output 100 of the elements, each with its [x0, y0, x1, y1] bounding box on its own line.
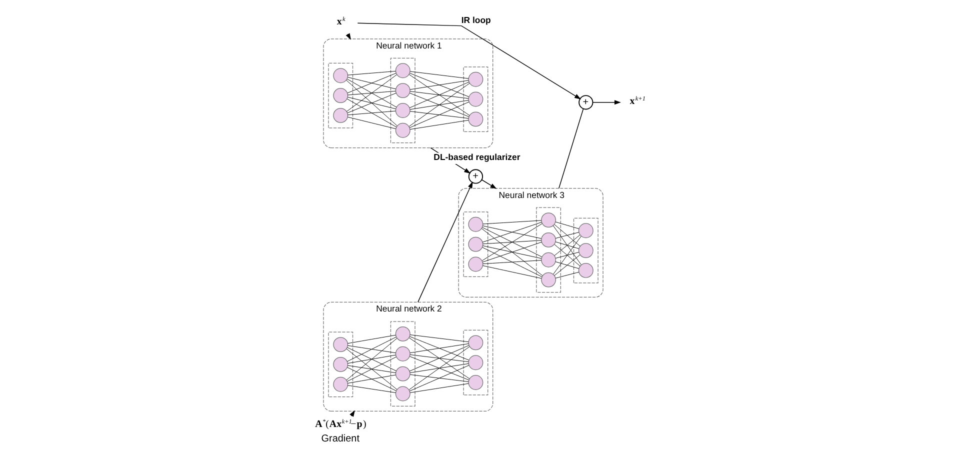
connector: [408, 337, 470, 378]
connector: [348, 354, 396, 364]
node-circle: [333, 356, 348, 372]
node-circle: [541, 232, 556, 247]
node-circle: [468, 71, 484, 86]
connector: [410, 356, 470, 380]
connector: [347, 356, 396, 382]
connector: [346, 338, 398, 380]
node-circle: [395, 82, 410, 98]
cluster: [536, 206, 561, 292]
node-circle: [541, 252, 556, 267]
connector: [410, 70, 469, 78]
connector: [410, 342, 469, 353]
connector: [348, 116, 396, 129]
connector: [409, 344, 470, 371]
connector: [410, 354, 469, 362]
node-circle: [541, 272, 556, 287]
cluster: [328, 62, 354, 128]
connector: [410, 374, 469, 382]
node-circle: [578, 262, 594, 278]
connector: [554, 244, 580, 266]
cluster: Neural network 3: [458, 187, 604, 298]
connector: [410, 72, 470, 97]
connector: [410, 110, 469, 118]
node-circle: [468, 216, 484, 232]
connector: [410, 119, 469, 130]
connector: [408, 82, 470, 126]
connector: [482, 260, 542, 264]
connector: [410, 92, 470, 116]
connector: [555, 271, 580, 278]
node-label: DL-based regularizer: [434, 152, 520, 162]
arrow: [482, 179, 497, 188]
connector: [348, 90, 396, 95]
arrow: [592, 100, 621, 104]
node-circle: [468, 334, 484, 350]
node-circle: [395, 326, 410, 341]
node-text: x$^{k+1}$: [630, 95, 646, 107]
connector: [481, 228, 543, 276]
connector: [410, 80, 469, 90]
connector: [347, 72, 396, 93]
connector: [555, 261, 580, 268]
node-circle: [395, 102, 410, 118]
cluster: Neural network 2: [323, 301, 494, 411]
node-circle: [333, 68, 348, 83]
node-circle: [395, 346, 410, 361]
connector: [482, 221, 542, 242]
node-circle: [578, 242, 594, 258]
connector: [348, 384, 396, 392]
node-circle: [395, 122, 410, 138]
node-circle: +: [468, 168, 484, 184]
connector: [555, 232, 580, 238]
node-label: Gradient: [321, 433, 360, 444]
connector: [347, 366, 396, 391]
cluster: [463, 211, 488, 276]
connector: [348, 96, 396, 109]
connector: [346, 348, 398, 390]
connector: [482, 225, 542, 238]
connector: [555, 241, 580, 248]
connector: [348, 110, 396, 115]
connector: [482, 246, 542, 277]
cluster: [328, 331, 354, 397]
cluster: Neural network 1: [323, 38, 494, 148]
connector: [346, 79, 398, 126]
node-circle: [468, 111, 484, 126]
node-circle: [395, 366, 410, 381]
connector: [348, 70, 396, 75]
connector: [348, 334, 396, 344]
connector: [482, 240, 542, 244]
connector: [408, 346, 470, 390]
arrow: [418, 181, 473, 302]
connector: [410, 362, 469, 373]
node-circle: [468, 236, 484, 252]
connector: [348, 76, 396, 89]
cluster: [390, 57, 416, 143]
connector: [482, 264, 542, 278]
node-circle: [541, 212, 556, 228]
node-text: A$^{*}$(Ax$^{k+1}$−p): [315, 418, 366, 430]
connector: [346, 98, 397, 127]
node-circle: [333, 88, 348, 102]
connector: [555, 221, 580, 228]
arrow: [357, 22, 582, 99]
connector: [410, 336, 470, 360]
connector: [348, 374, 396, 383]
node-circle: [395, 62, 410, 78]
connector: [553, 235, 582, 274]
node-circle: [468, 256, 484, 272]
connector: [409, 81, 470, 108]
cluster: [463, 329, 488, 395]
connector: [554, 224, 580, 246]
connector: [554, 234, 580, 256]
connector: [409, 364, 470, 391]
connector: [409, 101, 470, 128]
node-circle: [333, 376, 348, 392]
connector: [554, 254, 580, 276]
node-circle: [468, 374, 484, 390]
connector: [410, 334, 469, 342]
connector: [482, 220, 542, 224]
connector: [348, 344, 396, 353]
connector: [347, 346, 396, 371]
connector: [552, 224, 582, 264]
